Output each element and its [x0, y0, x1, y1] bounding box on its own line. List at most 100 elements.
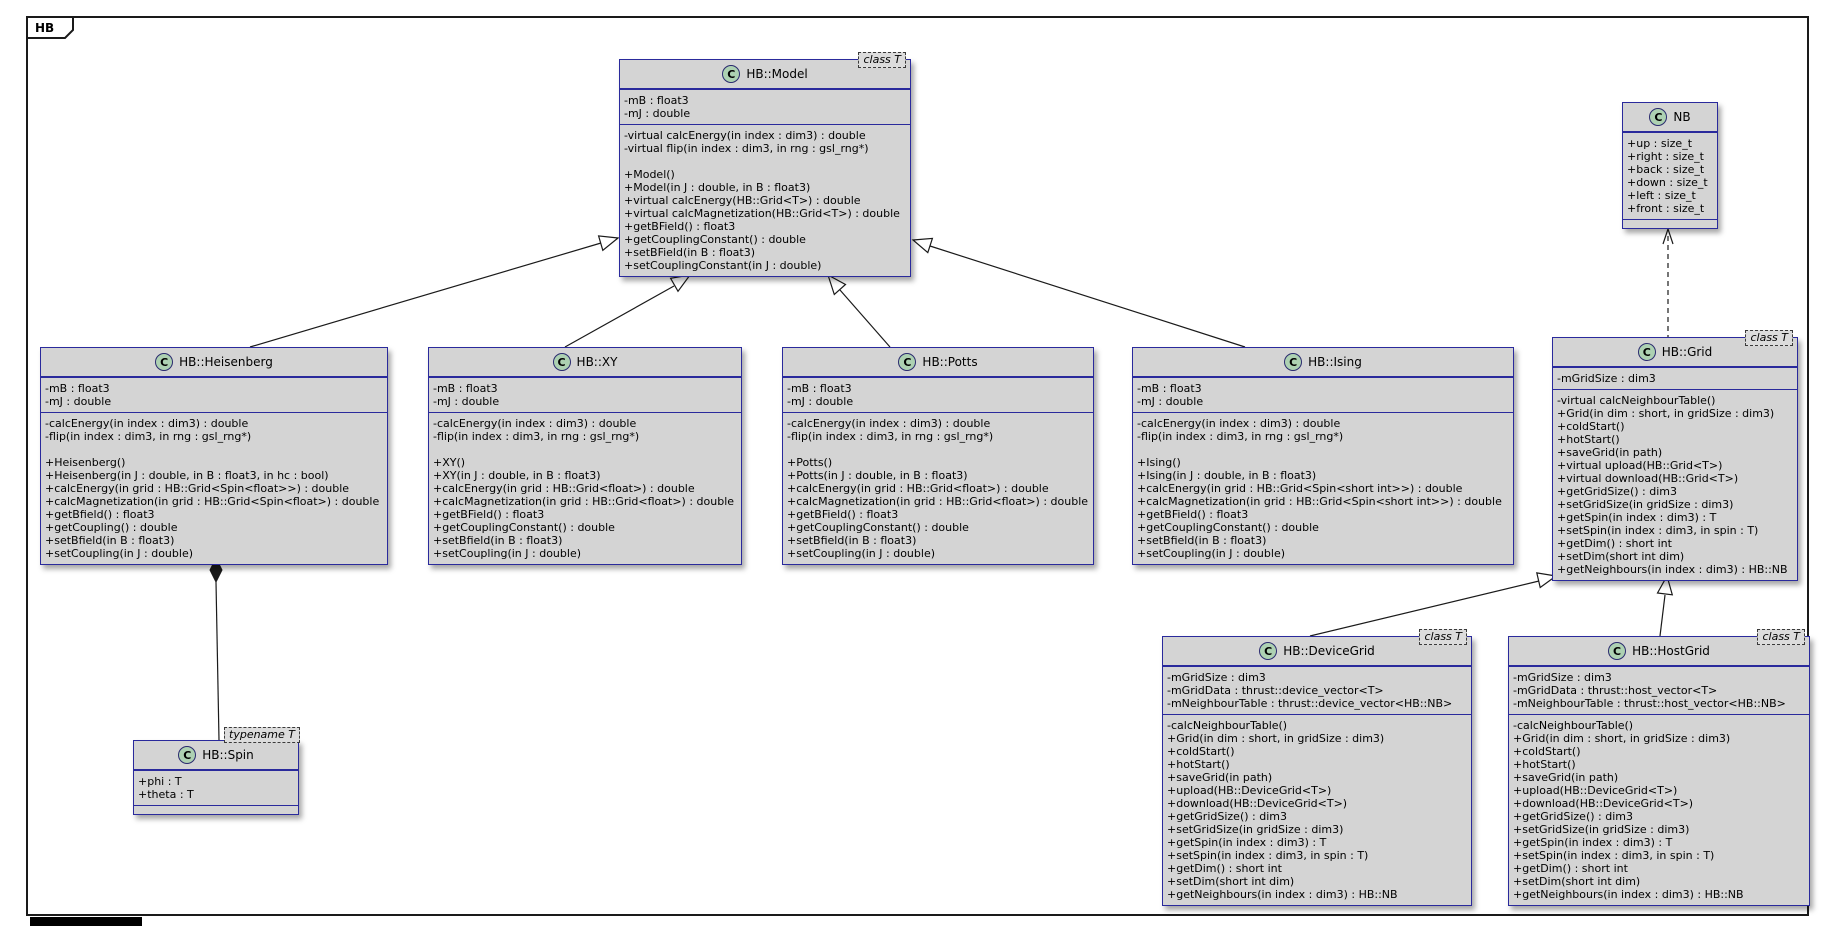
- attribute: +back : size_t: [1627, 163, 1705, 176]
- method: +getSpin(in index : dim3) : T: [1557, 511, 1717, 524]
- attribute: -mJ : double: [45, 395, 112, 408]
- method: [624, 155, 906, 168]
- method: -calcNeighbourTable(): [1513, 719, 1634, 732]
- method: +download(HB::DeviceGrid<T>): [1513, 797, 1694, 810]
- method: +setSpin(in index : dim3, in spin : T): [1167, 849, 1369, 862]
- methods-compartment: [134, 806, 298, 814]
- method: -calcNeighbourTable(): [1167, 719, 1288, 732]
- methods-compartment: [1623, 220, 1717, 228]
- attributes-compartment: +phi : T+theta : T: [134, 771, 298, 806]
- method: -virtual flip(in index : dim3, in rng : …: [624, 142, 869, 155]
- method: +setSpin(in index : dim3, in spin : T): [1557, 524, 1759, 537]
- class-circle-icon: C: [1284, 353, 1303, 371]
- method: -flip(in index : dim3, in rng : gsl_rng*…: [45, 430, 252, 443]
- attributes-compartment: -mGridSize : dim3-mGridData : thrust::de…: [1163, 667, 1471, 715]
- method: +virtual download(HB::Grid<T>): [1557, 472, 1739, 485]
- method: +getSpin(in index : dim3) : T: [1167, 836, 1327, 849]
- attribute: -mGridSize : dim3: [1513, 671, 1612, 684]
- stereotype-tab: class T: [1757, 629, 1805, 645]
- method: +Ising(): [1137, 456, 1181, 469]
- stereotype-tab: typename T: [224, 727, 300, 743]
- class-name: HB::Model: [746, 67, 808, 81]
- methods-compartment: -calcEnergy(in index : dim3) : double-fl…: [783, 413, 1093, 564]
- method: +setCoupling(in J : double): [433, 547, 582, 560]
- class-circle-icon: C: [1637, 343, 1656, 361]
- attribute: -mB : float3: [433, 382, 498, 395]
- attributes-compartment: -mB : float3-mJ : double: [429, 378, 741, 413]
- stereotype-tab: class T: [858, 52, 906, 68]
- method: +calcEnergy(in grid : HB::Grid<float>) :…: [433, 482, 695, 495]
- class-circle-icon: C: [1259, 642, 1278, 660]
- class-name: HB::Spin: [202, 748, 254, 762]
- method: +Model(in J : double, in B : float3): [624, 181, 811, 194]
- method: +getDim() : short int: [1513, 862, 1628, 875]
- method: +setCoupling(in J : double): [45, 547, 194, 560]
- method: -flip(in index : dim3, in rng : gsl_rng*…: [433, 430, 640, 443]
- method: +getGridSize() : dim3: [1557, 485, 1677, 498]
- method: +setGridSize(in gridSize : dim3): [1557, 498, 1734, 511]
- method: +Grid(in dim : short, in gridSize : dim3…: [1167, 732, 1385, 745]
- attributes-compartment: -mB : float3-mJ : double: [1133, 378, 1513, 413]
- class-hb-ising: C HB::Ising-mB : float3-mJ : double-calcE…: [1132, 347, 1514, 565]
- class-circle-icon: C: [722, 65, 741, 83]
- method: +setGridSize(in gridSize : dim3): [1167, 823, 1344, 836]
- class-name: HB::Ising: [1308, 355, 1362, 369]
- horizontal-scrollbar-thumb[interactable]: [30, 917, 142, 926]
- method: -flip(in index : dim3, in rng : gsl_rng*…: [1137, 430, 1344, 443]
- method: +Model(): [624, 168, 675, 181]
- attribute: -mGridData : thrust::host_vector<T>: [1513, 684, 1718, 697]
- methods-compartment: -calcEnergy(in index : dim3) : double-fl…: [429, 413, 741, 564]
- method: +getDim() : short int: [1557, 537, 1672, 550]
- methods-compartment: -calcEnergy(in index : dim3) : double-fl…: [41, 413, 387, 564]
- methods-compartment: -calcEnergy(in index : dim3) : double-fl…: [1133, 413, 1513, 564]
- method: +setCoupling(in J : double): [1137, 547, 1286, 560]
- method: +saveGrid(in path): [1167, 771, 1273, 784]
- method: +coldStart(): [1513, 745, 1581, 758]
- attribute: +up : size_t: [1627, 137, 1693, 150]
- attribute: -mJ : double: [787, 395, 854, 408]
- attribute: +theta : T: [138, 788, 194, 801]
- method: -flip(in index : dim3, in rng : gsl_rng*…: [787, 430, 994, 443]
- method: -calcEnergy(in index : dim3) : double: [45, 417, 249, 430]
- attribute: -mGridSize : dim3: [1557, 372, 1656, 385]
- frame-label-tab: HB: [26, 16, 74, 39]
- method: +calcMagnetization(in grid : HB::Grid<Sp…: [1137, 495, 1502, 508]
- method: +setBfield(in B : float3): [433, 534, 563, 547]
- class-name: HB::DeviceGrid: [1283, 644, 1375, 658]
- method: +setDim(short int dim): [1513, 875, 1641, 888]
- attributes-compartment: -mB : float3-mJ : double: [783, 378, 1093, 413]
- method: +setCouplingConstant(in J : double): [624, 259, 822, 272]
- attribute: +down : size_t: [1627, 176, 1708, 189]
- method: +getCoupling() : double: [45, 521, 178, 534]
- attributes-compartment: -mGridSize : dim3: [1553, 368, 1797, 390]
- class-circle-icon: C: [155, 353, 174, 371]
- method: +getBField() : float3: [433, 508, 545, 521]
- attribute: +front : size_t: [1627, 202, 1705, 215]
- method: +getNeighbours(in index : dim3) : HB::NB: [1513, 888, 1744, 901]
- method: +upload(HB::DeviceGrid<T>): [1513, 784, 1678, 797]
- method: +Potts(): [787, 456, 833, 469]
- class-name: HB::Heisenberg: [179, 355, 273, 369]
- class-name: NB: [1673, 110, 1691, 124]
- class-header: C HB::Heisenberg: [41, 348, 387, 378]
- method: [1137, 443, 1509, 456]
- method: +getCouplingConstant() : double: [433, 521, 615, 534]
- method: +coldStart(): [1557, 420, 1625, 433]
- method: +getBField() : float3: [787, 508, 899, 521]
- method: +getCouplingConstant() : double: [787, 521, 969, 534]
- method: +getCouplingConstant() : double: [1137, 521, 1319, 534]
- attribute: -mJ : double: [433, 395, 500, 408]
- method: +getSpin(in index : dim3) : T: [1513, 836, 1673, 849]
- method: +setSpin(in index : dim3, in spin : T): [1513, 849, 1715, 862]
- attribute: -mB : float3: [45, 382, 110, 395]
- method: +setBfield(in B : float3): [1137, 534, 1267, 547]
